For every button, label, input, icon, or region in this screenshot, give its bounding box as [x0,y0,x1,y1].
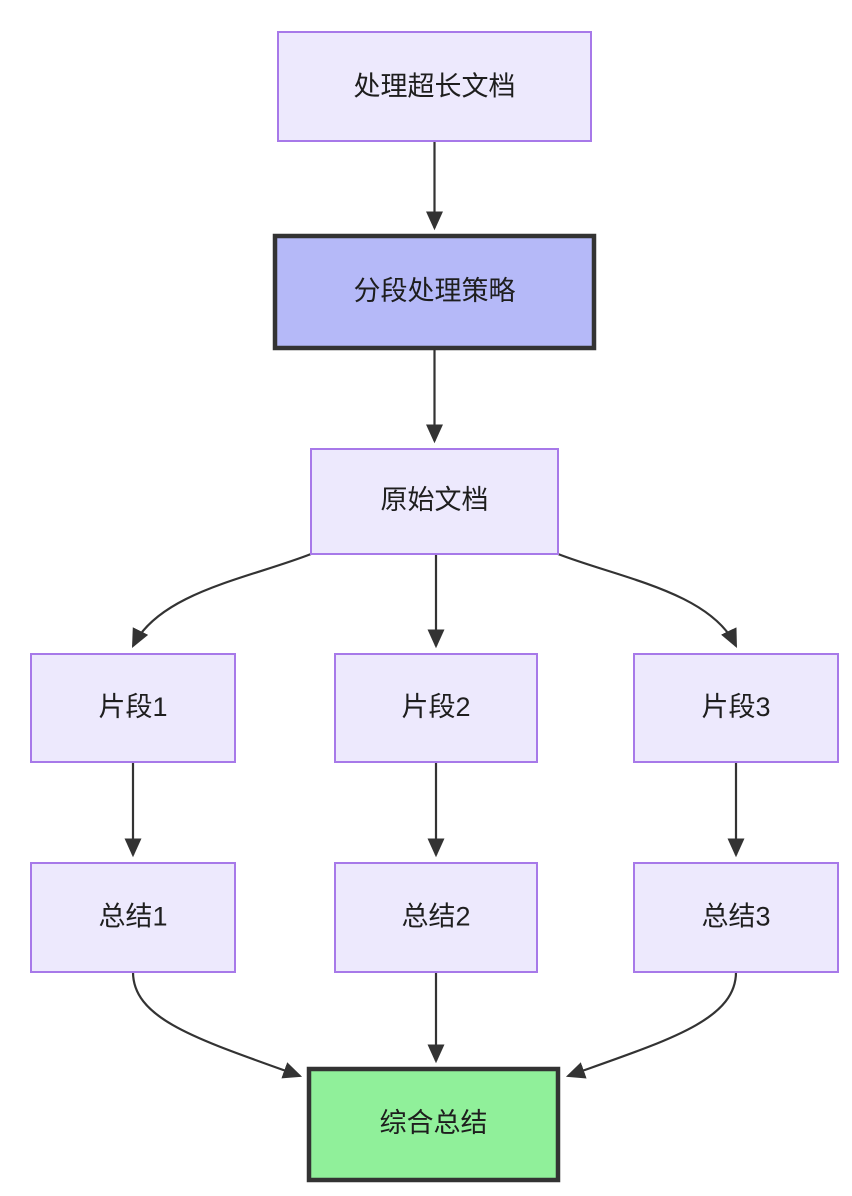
node-fragment-1-label: 片段1 [98,692,167,722]
node-final-summary-label: 综合总结 [380,1108,488,1138]
node-final-summary-box[interactable] [306,1066,561,1183]
node-summary-1[interactable]: 总结1 [30,862,236,973]
node-doc-root-label: 处理超长文档 [354,72,516,102]
node-fragment-2-label: 片段2 [401,692,470,722]
node-summary-1-label: 总结1 [98,902,167,932]
node-fragment-3-label: 片段3 [701,692,770,722]
node-fragment-1[interactable]: 片段1 [30,653,236,763]
edge-source-doc-to-fragment-1 [132,552,312,648]
node-summary-2-label: 总结2 [401,902,470,932]
node-fragment-1-box[interactable] [30,653,236,763]
edge-summary-1-to-final-summary [131,971,303,1079]
node-summary-1-box[interactable] [30,862,236,973]
node-summary-3-box[interactable] [633,862,839,973]
node-fragment-2-box[interactable] [334,653,538,763]
node-source-doc[interactable]: 原始文档 [310,448,559,555]
node-summary-2-box[interactable] [334,862,538,973]
node-layer: 处理超长文档 分段处理策略 原始文档 片段1 片段2 片段3 [30,31,839,1183]
edge-summary-3-to-final-summary [565,971,738,1079]
node-summary-3[interactable]: 总结3 [633,862,839,973]
node-strategy-label: 分段处理策略 [354,276,516,306]
node-doc-root[interactable]: 处理超长文档 [277,31,592,142]
node-final-summary[interactable]: 综合总结 [306,1066,561,1183]
node-summary-2[interactable]: 总结2 [334,862,538,973]
node-doc-root-box[interactable] [277,31,592,142]
edge-source-doc-to-fragment-3 [557,552,737,648]
node-source-doc-box[interactable] [310,448,559,555]
node-source-doc-label: 原始文档 [381,485,489,515]
edge-layer [124,141,745,1079]
node-strategy-box[interactable] [272,233,597,351]
node-summary-3-label: 总结3 [701,902,770,932]
node-fragment-3[interactable]: 片段3 [633,653,839,763]
node-fragment-3-box[interactable] [633,653,839,763]
node-fragment-2[interactable]: 片段2 [334,653,538,763]
node-strategy[interactable]: 分段处理策略 [272,233,597,351]
